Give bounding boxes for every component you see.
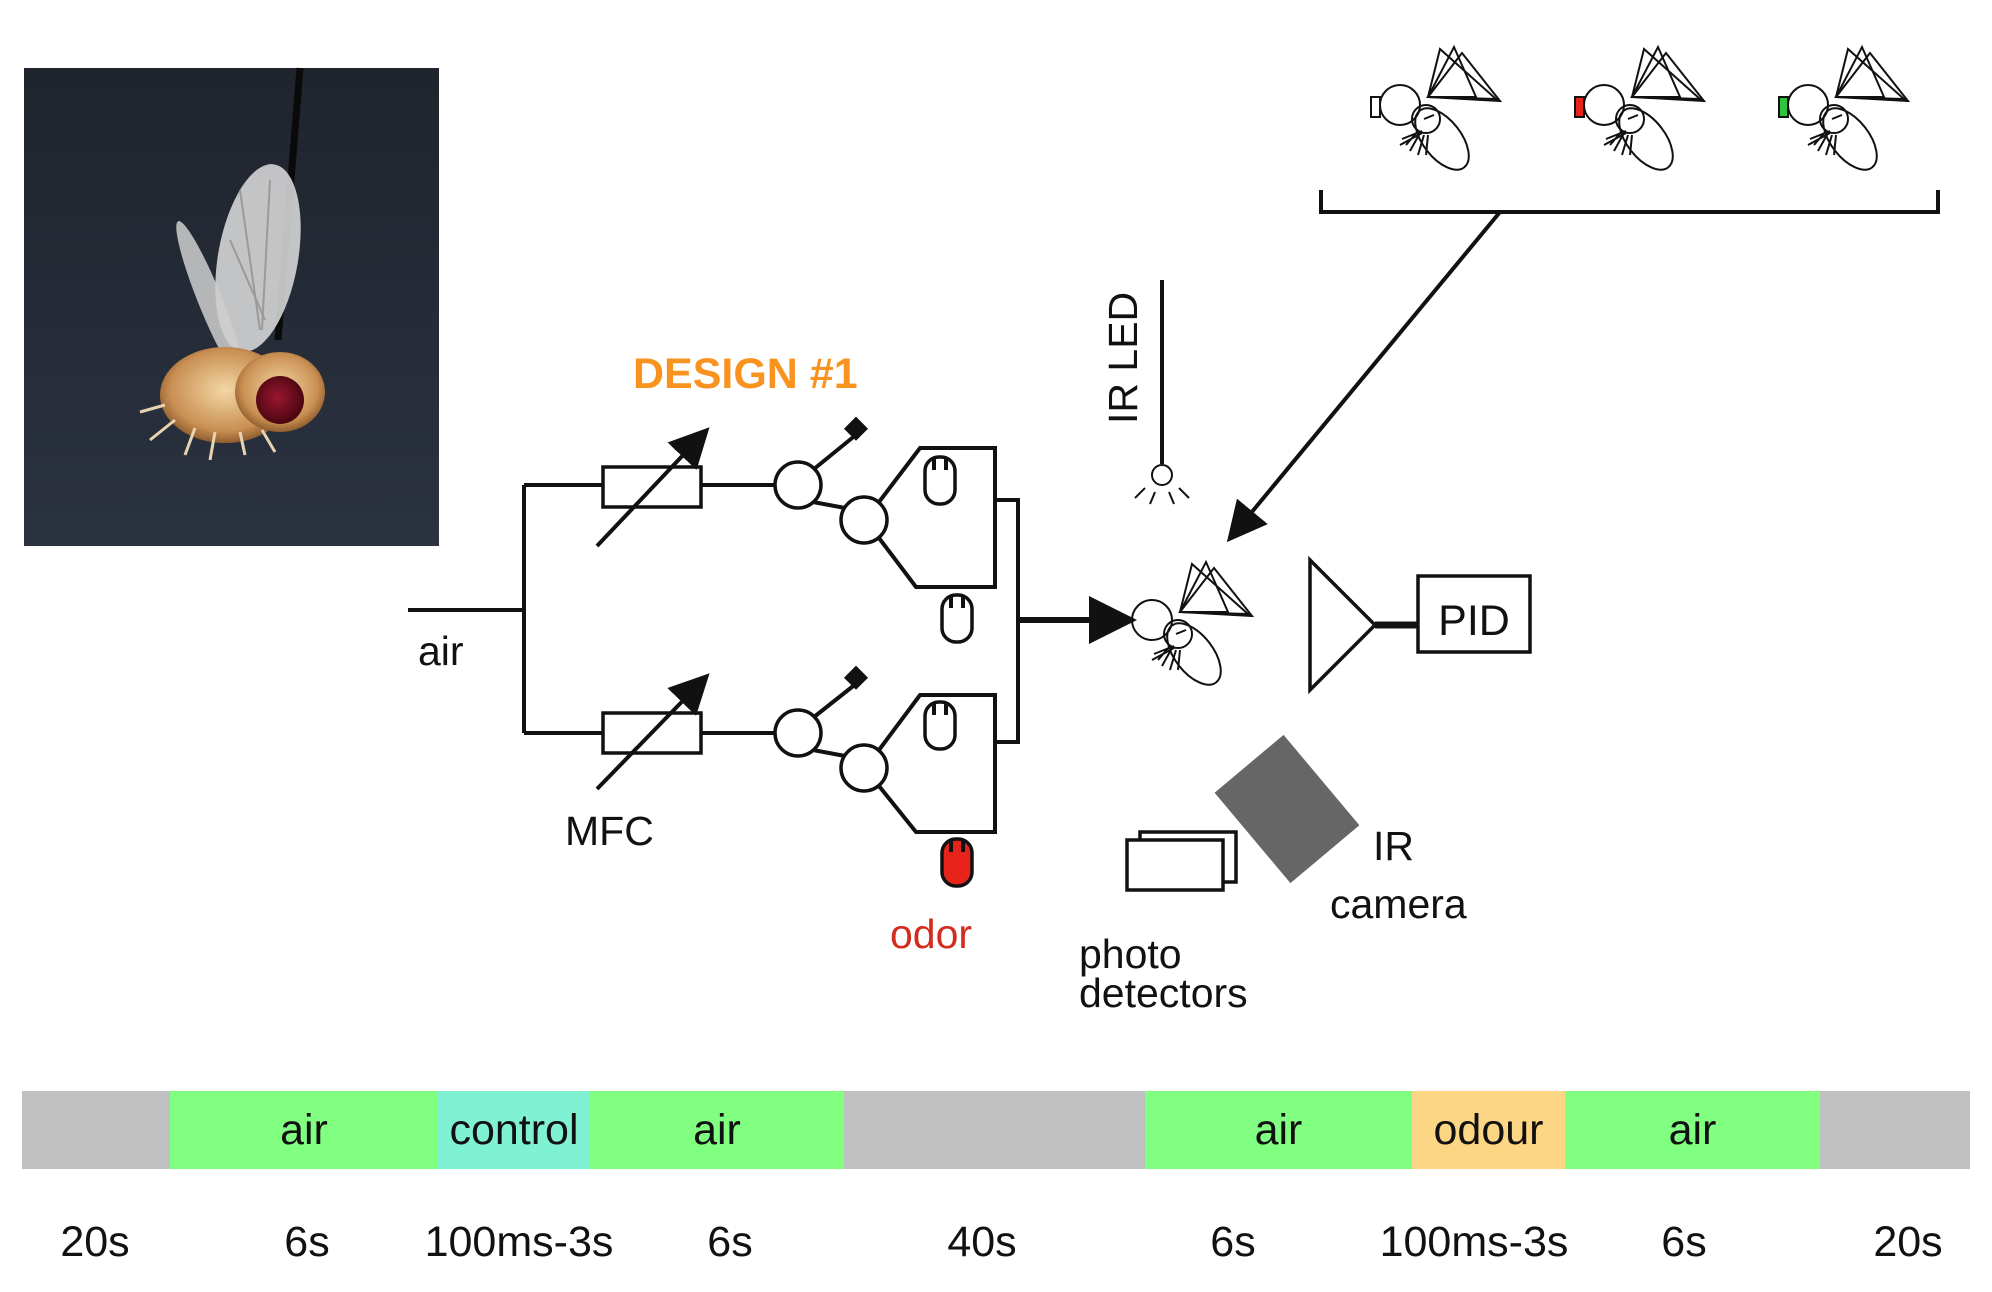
camera-label: camera — [1330, 881, 1467, 927]
timeline-duration-label: 20s — [1873, 1218, 1942, 1266]
fly-under-test-icon — [1131, 561, 1253, 696]
timeline-segment — [1820, 1091, 1970, 1169]
stimulus-timeline: air control air air odour air — [22, 1091, 1970, 1169]
odor-label: odor — [890, 911, 972, 957]
timeline-duration-label: 6s — [284, 1218, 329, 1266]
timeline-durations: 20s 6s 100ms-3s 6s 40s 6s 100ms-3s 6s 20s — [60, 1218, 1942, 1266]
timeline-segment-label: air — [280, 1106, 328, 1154]
timeline-segment-label: odour — [1434, 1106, 1544, 1154]
timeline-segment — [438, 1091, 590, 1169]
timeline-segment-label: air — [1669, 1106, 1717, 1154]
valve-block-upper — [773, 416, 997, 644]
air-supply-lines — [408, 483, 603, 735]
fly-icon-red-indicator — [1574, 46, 1705, 181]
air-input-label: air — [418, 628, 464, 674]
ir-led-label: IR LED — [1100, 292, 1146, 424]
timeline-segment-label: air — [1255, 1106, 1303, 1154]
ir-label: IR — [1373, 823, 1414, 869]
timeline-duration-label: 100ms-3s — [1380, 1218, 1569, 1266]
timeline-duration-label: 40s — [947, 1218, 1016, 1266]
detectors-label: detectors — [1079, 970, 1248, 1016]
photo-label: photo — [1079, 931, 1182, 977]
ir-led-icon — [1134, 280, 1190, 505]
timeline-segment — [170, 1091, 438, 1169]
timeline-segment — [1412, 1091, 1565, 1169]
timeline-duration-label: 20s — [60, 1218, 129, 1266]
timeline-segment — [1565, 1091, 1820, 1169]
timeline-duration-label: 6s — [1661, 1218, 1706, 1266]
pid-sensor — [1308, 555, 1532, 695]
timeline-duration-label: 6s — [707, 1218, 752, 1266]
design-title: DESIGN #1 — [633, 350, 858, 398]
fly-icon-white-indicator — [1370, 46, 1501, 181]
timeline-segment-label: air — [693, 1106, 741, 1154]
photo-detectors-icon — [1125, 830, 1238, 892]
timeline-duration-label: 6s — [1210, 1218, 1255, 1266]
ir-camera-icon — [1214, 734, 1360, 884]
merged-flow-line — [995, 498, 1137, 744]
timeline-segment — [22, 1091, 170, 1169]
timeline-segment — [1145, 1091, 1412, 1169]
timeline-segment — [844, 1091, 1145, 1169]
fly-group-bracket — [1226, 190, 1940, 543]
pid-label: PID — [1438, 597, 1510, 645]
tethered-fly-photo — [24, 67, 439, 546]
timeline-segment-label: control — [449, 1106, 578, 1154]
mfc-label: MFC — [565, 808, 654, 854]
timeline-segment — [590, 1091, 844, 1169]
timeline-duration-label: 100ms-3s — [425, 1218, 614, 1266]
fly-icon-green-indicator — [1778, 46, 1909, 181]
valve-block-lower — [773, 665, 997, 888]
odor-vial — [940, 837, 974, 888]
mfc-lower — [595, 673, 775, 791]
mfc-upper — [595, 427, 775, 548]
